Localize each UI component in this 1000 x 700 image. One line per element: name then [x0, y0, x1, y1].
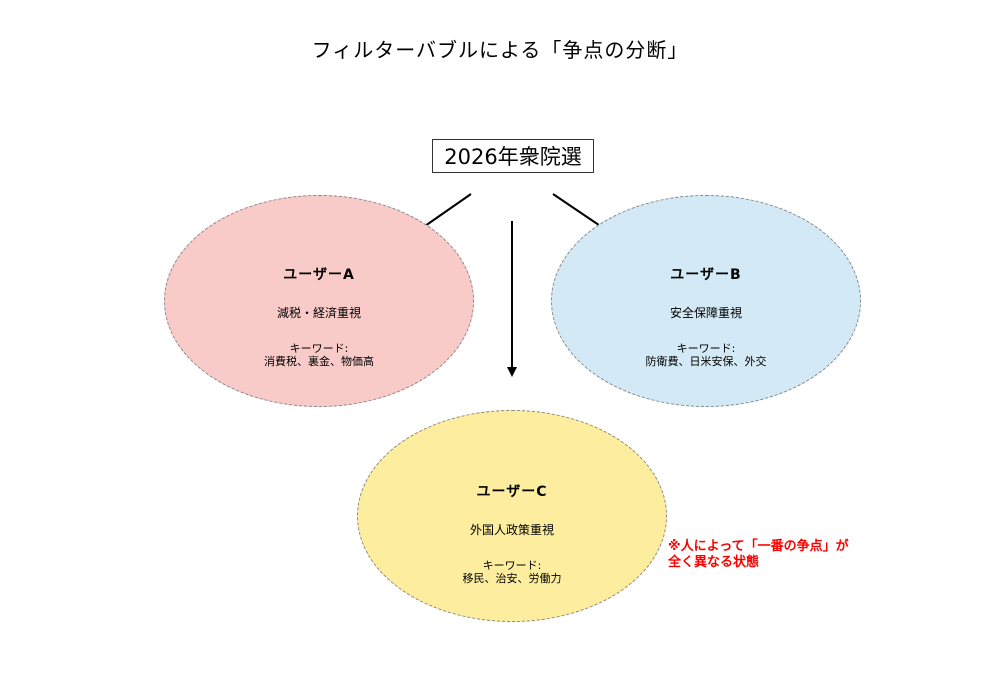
user-b-keyword-label: キーワード: — [676, 342, 736, 355]
user-c-focus: 外国人政策重視 — [469, 523, 554, 537]
diagram-title: フィルターバブルによる「争点の分断」 — [311, 38, 689, 62]
user-a-keywords: 消費税、裏金、物価高 — [264, 355, 374, 368]
topic-label: 2026年衆院選 — [444, 145, 582, 169]
user-b-bubble: ユーザーB 安全保障重視 キーワード: 防衛費、日米安保、外交 — [551, 195, 861, 407]
user-b-name: ユーザーB — [670, 267, 742, 283]
note-line-1: ※人によって「一番の争点」が — [668, 539, 849, 554]
user-c-keywords: 移民、治安、労働力 — [462, 572, 562, 585]
user-a-focus: 減税・経済重視 — [276, 306, 361, 320]
note-annotation: ※人によって「一番の争点」が 全く異なる状態 — [668, 539, 849, 571]
user-c-name: ユーザーC — [476, 484, 548, 500]
user-a-keyword-label: キーワード: — [289, 342, 349, 355]
user-c-keyword-label: キーワード: — [482, 559, 542, 572]
note-line-2: 全く異なる状態 — [668, 555, 760, 570]
user-c-bubble: ユーザーC 外国人政策重視 キーワード: 移民、治安、労働力 — [357, 410, 667, 622]
user-b-keywords: 防衛費、日米安保、外交 — [645, 355, 767, 368]
user-a-name: ユーザーA — [283, 267, 355, 283]
user-a-bubble: ユーザーA 減税・経済重視 キーワード: 消費税、裏金、物価高 — [164, 195, 474, 407]
user-b-focus: 安全保障重視 — [669, 306, 742, 320]
topic-box: 2026年衆院選 — [432, 139, 594, 173]
